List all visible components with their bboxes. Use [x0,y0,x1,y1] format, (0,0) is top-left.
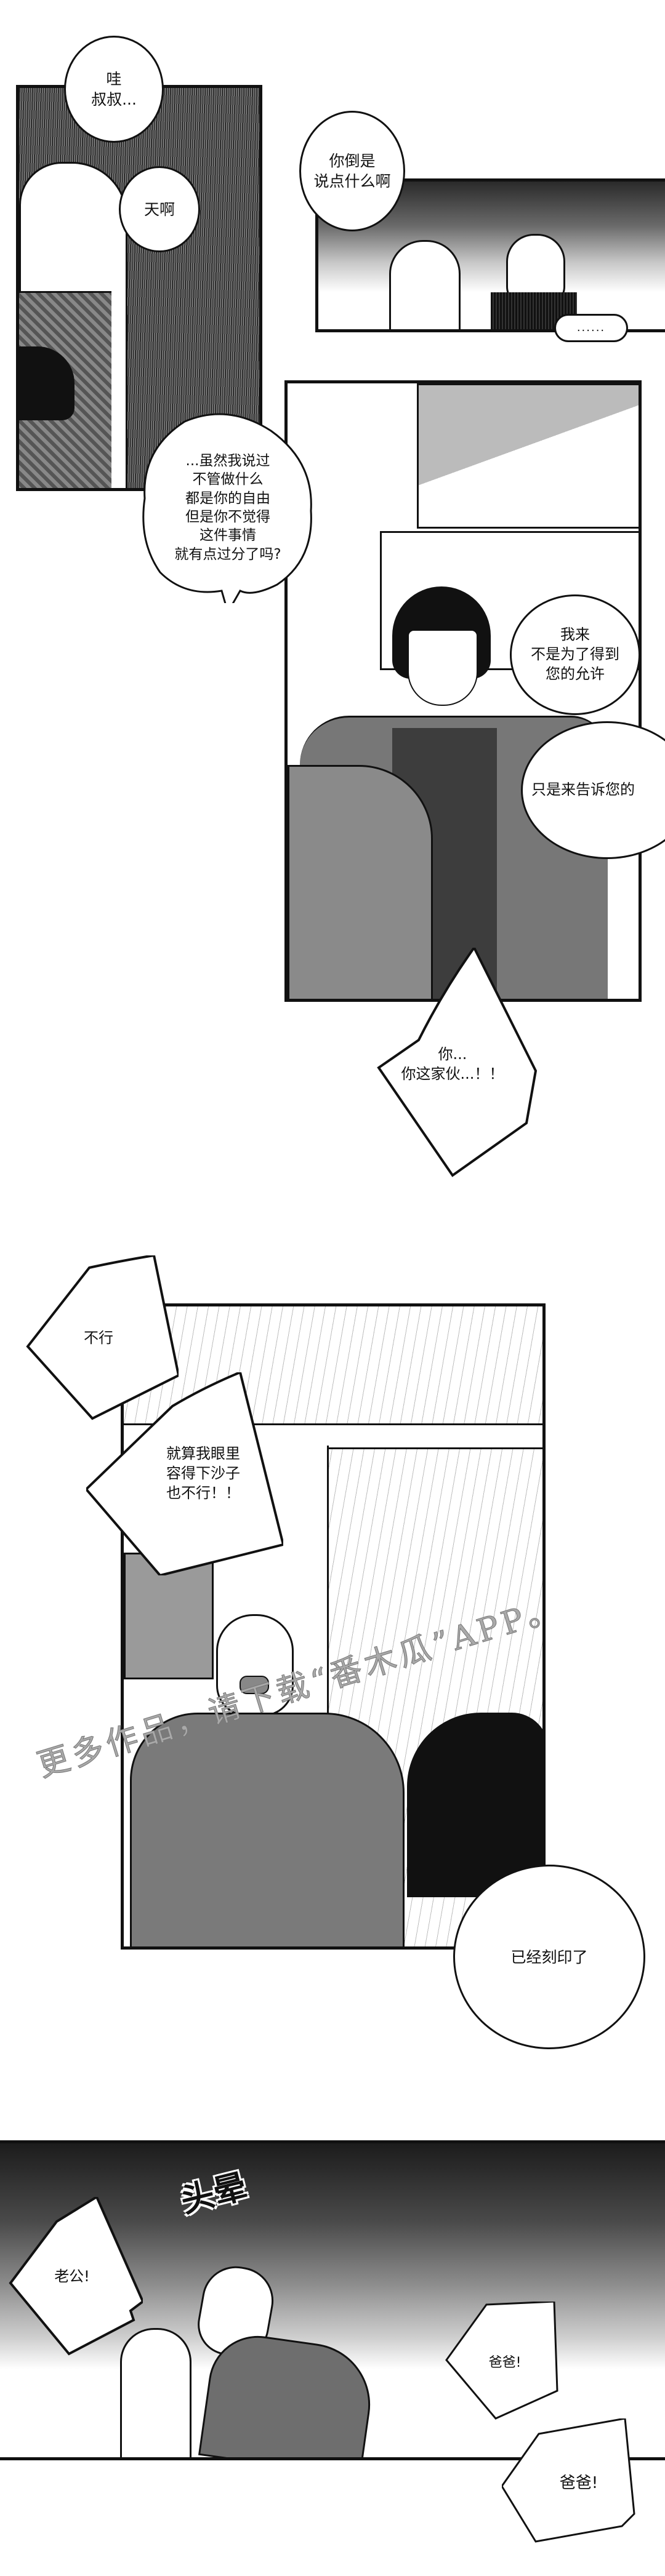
speech-bubble: 天啊 [119,166,200,252]
angry-man-head [216,1614,294,1716]
window-frame [417,383,639,529]
blond-person-figure [120,2328,191,2457]
shout-bubble: 老公! [7,2197,143,2357]
jagged-bubble-shape [9,2197,143,2356]
panel-6 [0,2140,665,2460]
dark-haired-man-back [407,1713,542,1897]
jagged-bubble-shape [445,2302,558,2420]
speech-bubble: 已经刻印了 [453,1865,645,2049]
speech-bubble: 我来 不是为了得到 您的允许 [510,594,640,715]
jagged-bubble-shape [377,948,538,1177]
speech-bubble-small: ...... [554,314,628,342]
angry-man-mouth [240,1676,269,1694]
dark-haired-child-figure [19,346,75,420]
bubble-text: 老公! [54,2268,90,2286]
fainting-man-polo [198,2329,379,2457]
dark-haired-man-face [408,630,478,706]
jagged-bubble-shape [26,1255,179,1420]
shout-bubble: 不行 [25,1255,179,1422]
bubble-text: 就算我眼里 容得下沙子 也不行！！ [166,1445,240,1502]
wavy-bubble-shape [142,413,312,603]
jagged-bubble-shape [86,1372,283,1575]
bubble-text: ...虽然我说过 不管做什么 都是你的自由 但是你不觉得 这件事情 就有点过分了… [174,452,281,562]
bubble-text: 你... 你这家伙...！！ [401,1046,504,1082]
bubble-text: 爸爸! [488,2355,522,2371]
shout-bubble: 就算我眼里 容得下沙子 也不行！！ [86,1372,283,1575]
long-haired-woman-figure [389,240,461,329]
shout-bubble: 你... 你这家伙...！！ [351,948,554,1182]
shout-bubble: 爸爸! [502,2418,656,2548]
foreground-shoulder [288,765,433,999]
shout-bubble: 爸爸! [443,2302,566,2425]
panel-1 [16,85,262,491]
speech-bubble-wavy: ...虽然我说过 不管做什么 都是你的自由 但是你不觉得 这件事情 就有点过分了… [135,406,320,603]
bubble-text: 不行 [84,1329,113,1347]
angry-man-polo [130,1713,405,1946]
speech-bubble: 只是来告诉您的 [521,721,665,859]
bubble-text: 爸爸! [559,2473,598,2492]
speech-bubble: 你倒是 说点什么啊 [299,111,405,231]
speech-bubble: 哇 叔叔... [64,36,164,143]
jagged-bubble-shape [502,2418,635,2543]
